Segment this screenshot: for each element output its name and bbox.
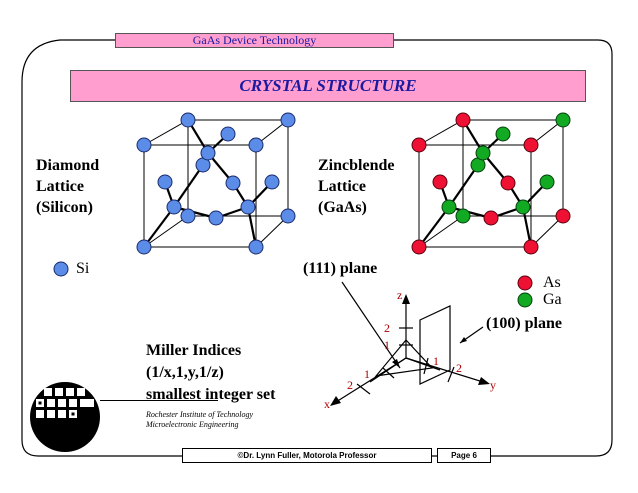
zincblende-label-line3: (GaAs) [318, 199, 367, 216]
diamond-label-line2: Lattice [36, 178, 84, 195]
miller-line2: (1/x,1,y,1/z) [146, 364, 224, 381]
tick-label-x1: 1 [364, 367, 370, 381]
logo-divider [100, 400, 218, 401]
tick-label-z1: 1 [384, 338, 390, 352]
miller-line3: smallest integer set [146, 386, 276, 403]
axis-label-y: y [490, 378, 496, 392]
slide-title: CRYSTAL STRUCTURE [70, 70, 586, 102]
zincblende-lattice-diagram [411, 112, 571, 255]
as-legend-dot [517, 275, 533, 291]
as-legend-label: As [543, 274, 561, 291]
axis-label-x: x [324, 397, 330, 411]
footer-author: ©Dr. Lynn Fuller, Motorola Professor [182, 448, 432, 463]
rit-wafer-logo [30, 382, 100, 452]
ga-legend-label: Ga [543, 291, 562, 308]
si-legend-dot [53, 261, 69, 277]
miller-axes-diagram [330, 281, 490, 406]
diamond-lattice-diagram [136, 112, 296, 255]
footer-page-number: Page 6 [437, 448, 491, 463]
miller-line1: Miller Indices [146, 342, 242, 359]
diamond-label-line1: Diamond [36, 157, 100, 174]
tick-label-y2: 2 [456, 361, 462, 375]
institution-line1: Rochester Institute of Technology [146, 410, 254, 419]
plane-111-label: (111) plane [303, 260, 378, 277]
diamond-label: Diamond Lattice (Silicon) [36, 155, 99, 218]
zincblende-label-line2: Lattice [318, 178, 366, 195]
tick-label-x2: 2 [347, 378, 353, 392]
institution-text: Rochester Institute of Technology Microe… [146, 410, 253, 430]
tick-label-z2: 2 [384, 321, 390, 335]
plane-100-label: (100) plane [486, 315, 562, 332]
axis-label-z: z [397, 288, 403, 302]
zincblende-label-line1: Zincblende [318, 157, 395, 174]
miller-indices-text: Miller Indices (1/x,1,y,1/z) smallest in… [146, 340, 275, 406]
zincblende-label: Zincblende Lattice (GaAs) [318, 155, 394, 218]
si-legend-label: Si [76, 260, 90, 277]
institution-line2: Microelectronic Engineering [146, 420, 239, 429]
ga-legend-dot [517, 292, 533, 308]
tick-label-y1: 1 [433, 354, 439, 368]
diamond-label-line3: (Silicon) [36, 199, 93, 216]
header-title: GaAs Device Technology [115, 33, 394, 48]
